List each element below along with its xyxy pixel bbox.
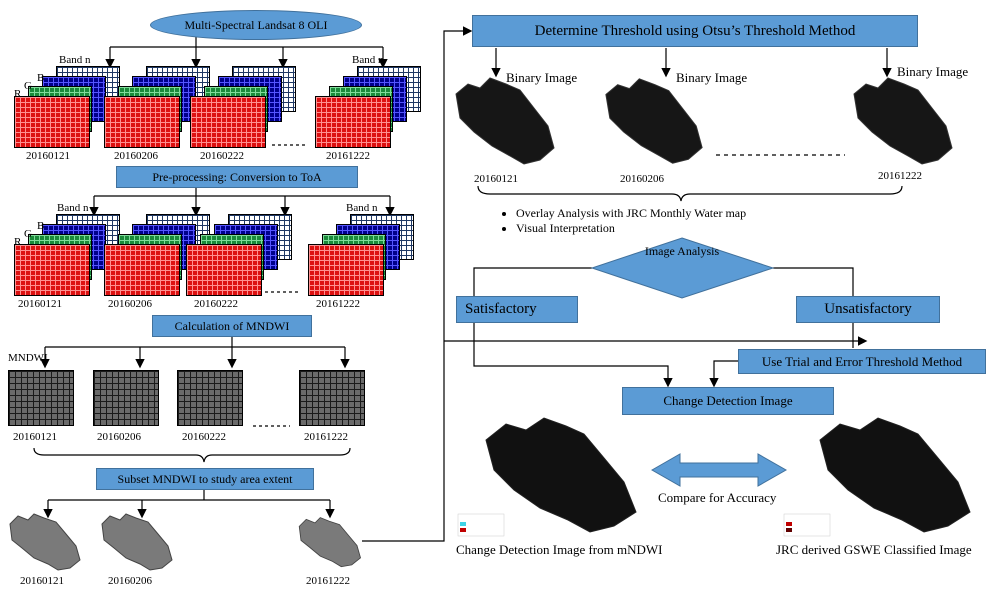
preprocess-box: Pre-processing: Conversion to ToA <box>116 166 358 188</box>
landsat-title-oval: Multi-Spectral Landsat 8 OLI <box>150 10 362 40</box>
mndwi-grid-3 <box>177 370 243 426</box>
subset-text: Subset MNDWI to study area extent <box>117 471 293 486</box>
band-n-label: Band n <box>346 202 378 214</box>
band-n-label: Band n <box>59 54 91 66</box>
compare-double-arrow <box>650 453 788 487</box>
date-label: 20161222 <box>306 575 350 587</box>
date-label: 20161222 <box>878 170 922 182</box>
unsatisfactory-text: Unsatisfactory <box>824 301 912 317</box>
subset-map-1 <box>9 513 81 571</box>
date-label: 20160222 <box>194 298 238 310</box>
band-stack-4 <box>315 66 421 148</box>
decision-diamond <box>590 237 775 299</box>
bullet-item: Visual Interpretation <box>516 221 746 236</box>
caption-mndwi: Change Detection Image from mNDWI <box>456 542 663 557</box>
date-label: 20161222 <box>326 150 370 162</box>
band-stack-6 <box>104 214 210 296</box>
band-stack-3 <box>190 66 296 148</box>
date-label: 20160121 <box>474 173 518 185</box>
change-detection-map-mndwi <box>457 417 637 537</box>
binary-map-2 <box>605 78 703 164</box>
date-label: 20160222 <box>200 150 244 162</box>
date-label: 20160206 <box>620 173 664 185</box>
binary-image-label: Binary Image <box>676 70 748 85</box>
date-label: 20160121 <box>18 298 62 310</box>
decision-text: Image Analysis <box>644 244 720 258</box>
band-n-label: Band n <box>352 54 384 66</box>
calc-mndwi-box: Calculation of MNDWI <box>152 315 312 337</box>
binary-image-label: Binary Image <box>506 70 578 85</box>
band-r-label: R <box>14 88 22 100</box>
unsatisfactory-box: Unsatisfactory <box>796 296 940 323</box>
date-label: 20160206 <box>97 431 141 443</box>
date-label: 20160206 <box>108 298 152 310</box>
band-stack-2 <box>104 66 210 148</box>
date-label: 20160121 <box>20 575 64 587</box>
landsat-title-text: Multi-Spectral Landsat 8 OLI <box>184 17 328 32</box>
band-g-label: G <box>24 80 32 92</box>
date-label: 20160222 <box>182 431 226 443</box>
change-detection-text: Change Detection Image <box>663 393 793 408</box>
bullet-item: Overlay Analysis with JRC Monthly Water … <box>516 206 746 221</box>
band-stack-1 <box>14 66 120 148</box>
caption-jrc: JRC derived GSWE Classified Image <box>776 542 972 557</box>
band-b-label: B <box>37 220 45 232</box>
band-stack-5 <box>14 214 120 296</box>
binary-image-label: Binary Image <box>897 64 969 79</box>
band-stack-7 <box>186 214 292 296</box>
binary-map-1 <box>455 77 555 165</box>
threshold-text: Determine Threshold using Otsu’s Thresho… <box>534 22 856 39</box>
analysis-bullet-list: Overlay Analysis with JRC Monthly Water … <box>498 206 746 236</box>
subset-map-2 <box>101 513 173 571</box>
trial-error-text: Use Trial and Error Threshold Method <box>761 353 963 369</box>
threshold-box: Determine Threshold using Otsu’s Thresho… <box>472 15 918 47</box>
trial-error-box: Use Trial and Error Threshold Method <box>738 349 986 374</box>
subset-box: Subset MNDWI to study area extent <box>96 468 314 490</box>
preprocess-text: Pre-processing: Conversion to ToA <box>152 169 322 184</box>
band-stack-8 <box>308 214 414 296</box>
band-n-label: Band n <box>57 202 89 214</box>
calc-mndwi-text: Calculation of MNDWI <box>174 318 290 333</box>
mndwi-label: MNDWI <box>8 352 48 364</box>
satisfactory-text: Satisfactory <box>465 301 537 317</box>
band-g-label: G <box>24 228 32 240</box>
compare-label: Compare for Accuracy <box>658 490 777 505</box>
date-label: 20160206 <box>114 150 158 162</box>
jrc-gswe-map <box>783 417 971 537</box>
band-r-label: R <box>14 236 22 248</box>
mndwi-grid-4 <box>299 370 365 426</box>
date-label: 20160206 <box>108 575 152 587</box>
mndwi-grid-2 <box>93 370 159 426</box>
date-label: 20161222 <box>304 431 348 443</box>
date-label: 20161222 <box>316 298 360 310</box>
subset-map-3 <box>298 517 362 568</box>
date-label: 20160121 <box>26 150 70 162</box>
mndwi-grid-1 <box>8 370 74 426</box>
band-b-label: B <box>37 72 45 84</box>
date-label: 20160121 <box>13 431 57 443</box>
change-detection-box: Change Detection Image <box>622 387 834 415</box>
satisfactory-box: Satisfactory <box>456 296 578 323</box>
binary-map-3 <box>853 77 953 165</box>
